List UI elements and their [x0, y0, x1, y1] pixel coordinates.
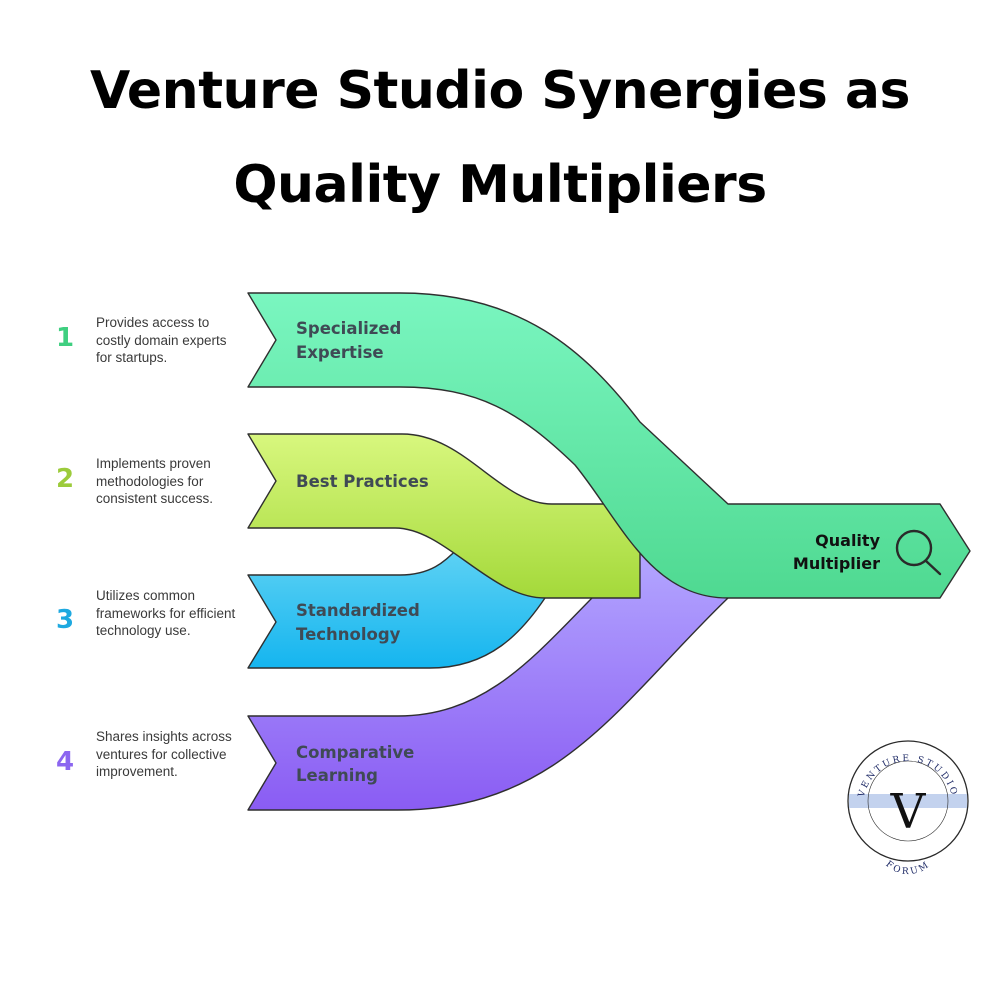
logo-letter: V	[890, 784, 927, 840]
venture-studio-forum-logo: V VENTURE STUDIO FORUM	[847, 740, 969, 877]
item-description-1: Provides access to costly domain experts…	[96, 315, 227, 365]
flow-band-best-practices	[247, 433, 641, 599]
label-standardized-technology-1: Standardized	[296, 601, 420, 620]
item-description-2: Implements proven methodologies for cons…	[96, 456, 214, 506]
label-specialized-expertise-1: Specialized	[296, 319, 401, 338]
flow-band-comparative-learning	[247, 551, 729, 811]
logo-ring-bottom-text: FORUM	[884, 859, 933, 877]
flow-band-specialized-expertise	[247, 292, 971, 599]
output-label-1: Quality	[815, 531, 880, 550]
label-standardized-technology-2: Technology	[296, 625, 401, 644]
item-number-4: 4	[55, 747, 75, 777]
page-title: Venture Studio Synergies as Quality Mult…	[0, 44, 1000, 232]
flow-band-standardized-technology	[247, 547, 546, 669]
magnifier-icon	[895, 529, 942, 576]
item-number-3: 3	[55, 605, 75, 635]
label-comparative-learning-2: Learning	[296, 766, 378, 785]
output-label-2: Multiplier	[793, 554, 880, 573]
label-comparative-learning-1: Comparative	[296, 743, 414, 762]
label-specialized-expertise-2: Expertise	[296, 343, 384, 362]
item-number-1: 1	[55, 323, 75, 353]
item-number-2: 2	[55, 464, 75, 494]
item-description-3: Utilizes common frameworks for efficient…	[96, 588, 236, 638]
label-best-practices: Best Practices	[296, 472, 429, 491]
title-line-2: Quality Multipliers	[233, 155, 767, 215]
title-line-1: Venture Studio Synergies as	[90, 61, 910, 121]
item-description-4: Shares insights across ventures for coll…	[96, 729, 232, 779]
